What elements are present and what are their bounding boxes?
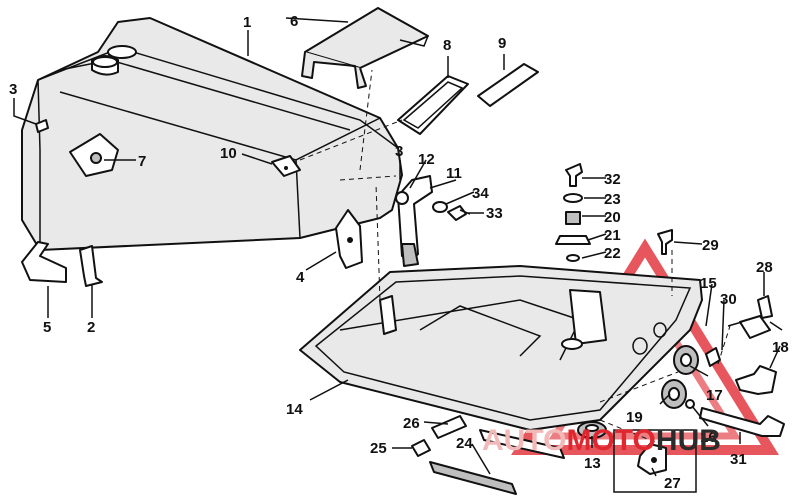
label-16: 16	[700, 429, 717, 446]
label-28: 28	[756, 259, 773, 276]
bracket-small	[79, 245, 103, 287]
lever-18	[735, 365, 777, 395]
label-3a: 3	[9, 81, 17, 98]
bolt-33	[447, 205, 467, 221]
label-33: 33	[486, 205, 503, 222]
label-10: 10	[220, 145, 237, 162]
latch-screw	[90, 152, 102, 164]
label-7: 7	[138, 153, 146, 170]
foam-strip	[477, 63, 539, 107]
label-14: 14	[286, 401, 303, 418]
grommet-19-hole	[668, 387, 680, 401]
watermark-word-2: MOTO	[566, 424, 655, 457]
rear-cover	[301, 7, 429, 89]
label-17: 17	[706, 387, 723, 404]
screw-29	[657, 229, 673, 255]
label-32: 32	[604, 171, 621, 188]
watermark-text: AUTOMOTOHUB	[482, 424, 721, 457]
label-18: 18	[772, 339, 789, 356]
grommet-17-hole	[680, 353, 692, 367]
seal-strip	[21, 241, 67, 283]
alignment-lines	[299, 69, 731, 445]
bushing-13-hole	[585, 424, 599, 432]
svg-text:AUTOMOTOHUB: AUTOMOTOHUB	[482, 424, 721, 457]
label-9: 9	[498, 35, 506, 52]
washer-34	[432, 201, 448, 213]
detail-box	[613, 429, 697, 493]
label-25: 25	[370, 440, 387, 457]
label-20: 20	[604, 209, 621, 226]
label-6: 6	[290, 13, 298, 30]
watermark-word-3: HUB	[656, 424, 721, 457]
label-34: 34	[472, 185, 489, 202]
label-12: 12	[418, 151, 435, 168]
label-11: 11	[446, 165, 462, 182]
label-21: 21	[604, 227, 621, 244]
label-31: 31	[730, 451, 747, 468]
label-30: 30	[720, 291, 737, 308]
gasket-rectangle	[397, 75, 469, 135]
callout-numbers: 1 2 3 3 4 5 6 7 8 9 10 11 12 13 14 15 16…	[9, 13, 789, 492]
fuel-fitting	[727, 295, 783, 339]
label-15: 15	[700, 275, 717, 292]
lower-pan	[299, 265, 703, 431]
lever-31	[699, 407, 785, 437]
label-8: 8	[443, 37, 451, 54]
label-13: 13	[584, 455, 601, 472]
watermark-word-1: AUTO	[482, 424, 566, 457]
label-19: 19	[626, 409, 643, 426]
leader-lines	[13, 17, 781, 477]
label-3b: 3	[395, 143, 403, 160]
label-27: 27	[664, 475, 681, 492]
rod-24a	[479, 429, 565, 459]
label-1: 1	[243, 14, 251, 31]
rod-24b	[429, 461, 517, 495]
fastener-stack	[555, 163, 591, 262]
lever-washer	[395, 191, 409, 205]
label-23: 23	[604, 191, 621, 208]
pin-25	[411, 439, 431, 457]
label-4: 4	[296, 269, 305, 286]
pin-26	[431, 415, 467, 439]
lever-knob	[401, 243, 419, 267]
upper-cowl	[21, 17, 403, 251]
screw-left	[35, 119, 49, 133]
label-5: 5	[43, 319, 51, 336]
label-26: 26	[403, 415, 420, 432]
label-22: 22	[604, 245, 621, 262]
label-29: 29	[702, 237, 719, 254]
label-24: 24	[456, 435, 473, 452]
ring-30	[705, 347, 721, 367]
label-2: 2	[87, 319, 95, 336]
